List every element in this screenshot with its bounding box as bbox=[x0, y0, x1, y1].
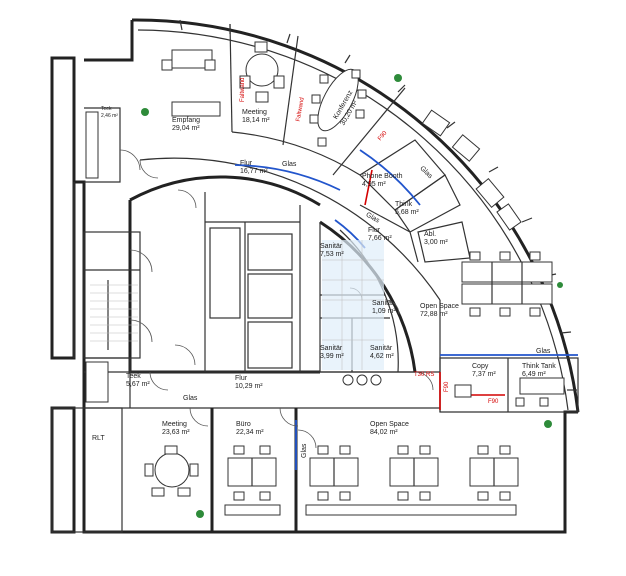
room-sanitaer-d-name: Sanitär bbox=[370, 345, 393, 352]
fire-rating-label: F90 bbox=[488, 399, 499, 405]
glass-label: Glas bbox=[536, 348, 551, 355]
room-empfang-area: 29,04 m² bbox=[172, 125, 200, 132]
room-meeting-bottom-name: Meeting bbox=[162, 421, 187, 428]
room-think-area: 5,68 m² bbox=[395, 209, 419, 216]
room-think-tank-area: 6,49 m² bbox=[522, 371, 546, 378]
glass-label: Glas bbox=[282, 161, 297, 168]
rlt-label: RLT bbox=[92, 435, 105, 442]
room-empfang-name: Empfang bbox=[172, 117, 200, 124]
room-think-name: Think bbox=[395, 201, 413, 208]
room-phone-booth-name: Phone Booth bbox=[362, 173, 403, 180]
room-open-space-bottom-name: Open Space bbox=[370, 421, 409, 428]
staircase bbox=[90, 280, 138, 350]
glass-label: Glas bbox=[301, 443, 308, 458]
room-teek-bottom-name: Teek bbox=[126, 373, 141, 380]
room-think-tank-name: Think Tank bbox=[522, 363, 556, 370]
room-abl-name: Abl. bbox=[424, 231, 436, 238]
room-flur-bottom-area: 10,29 m² bbox=[235, 383, 263, 390]
room-sanitaer-a-name: Sanitär bbox=[320, 243, 343, 250]
room-buero-name: Büro bbox=[236, 421, 251, 428]
folding-wall-label: Faltwand bbox=[240, 78, 246, 102]
room-teek-bottom-area: 5,67 m² bbox=[126, 381, 150, 388]
fire-door-label: T30 RS bbox=[414, 372, 434, 378]
sanitary-tiles bbox=[322, 240, 384, 370]
room-sanitaer-b-name: Sanitär bbox=[372, 300, 395, 307]
doors bbox=[119, 149, 434, 449]
room-abl-area: 3,00 m² bbox=[424, 239, 448, 246]
room-sanitaer-d-area: 4,62 m² bbox=[370, 353, 394, 360]
fire-rating-label: F90 bbox=[377, 130, 389, 142]
room-sanitaer-c-name: Sanitär bbox=[320, 345, 343, 352]
room-sanitaer-a-area: 7,53 m² bbox=[320, 251, 344, 258]
plants bbox=[141, 74, 563, 518]
room-flur-mid-area: 7,66 m² bbox=[368, 235, 392, 242]
fire-rating-label: F90 bbox=[444, 381, 450, 392]
room-flur-top-name: Flur bbox=[240, 160, 253, 167]
room-phone-booth-area: 4,95 m² bbox=[362, 181, 386, 188]
room-flur-bottom-name: Flur bbox=[235, 375, 248, 382]
room-flur-mid-name: Flur bbox=[368, 227, 381, 234]
room-open-space-bottom-area: 84,02 m² bbox=[370, 429, 398, 436]
fire-walls bbox=[364, 169, 505, 410]
furniture bbox=[85, 41, 565, 516]
room-copy-name: Copy bbox=[472, 363, 489, 370]
glass-label: Glas bbox=[183, 395, 198, 402]
room-sanitaer-c-area: 3,99 m² bbox=[320, 353, 344, 360]
room-copy-area: 7,37 m² bbox=[472, 371, 496, 378]
room-teek-top-area: 2,46 m² bbox=[101, 113, 118, 119]
glass-label: Glas bbox=[418, 165, 433, 180]
room-flur-top-area: 16,77 m² bbox=[240, 168, 268, 175]
room-sanitaer-b-area: 1,09 m² bbox=[372, 308, 396, 315]
folding-wall-label: Faltwand bbox=[296, 97, 306, 122]
room-open-space-right-area: 72,88 m² bbox=[420, 311, 448, 318]
room-teek-top-name: Teek bbox=[101, 106, 112, 112]
room-meeting-top-area: 18,14 m² bbox=[242, 117, 270, 124]
room-meeting-bottom-area: 23,63 m² bbox=[162, 429, 190, 436]
room-meeting-top-name: Meeting bbox=[242, 109, 267, 116]
room-buero-area: 22,34 m² bbox=[236, 429, 264, 436]
room-open-space-right-name: Open Space bbox=[420, 303, 459, 310]
